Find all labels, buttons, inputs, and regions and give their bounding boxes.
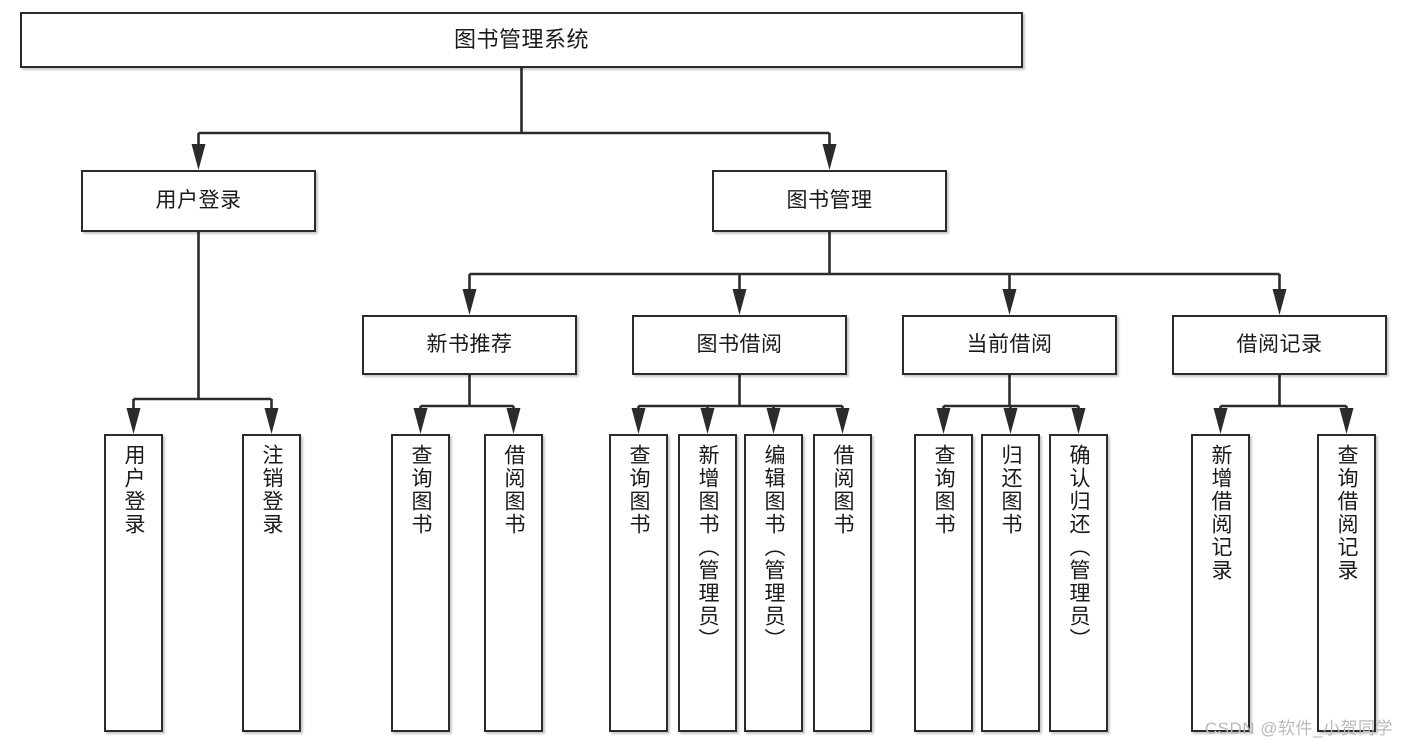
node-box-leaf12[interactable]: 新增借阅记录 — [1191, 434, 1250, 732]
edge-arrowhead-bookmgmt-1 — [732, 289, 747, 315]
node-label-leaf4: 借阅图书 — [502, 444, 525, 536]
node-box-bookmgmt[interactable]: 图书管理 — [712, 170, 947, 232]
node-box-leaf5[interactable]: 查询图书 — [609, 434, 668, 732]
node-box-leaf2[interactable]: 注销登录 — [242, 434, 301, 732]
edge-arrowhead-current-1 — [1003, 408, 1018, 434]
node-box-leaf7[interactable]: 编辑图书（管理员） — [744, 434, 803, 732]
node-box-records[interactable]: 借阅记录 — [1172, 315, 1387, 375]
edge-arrowhead-current-2 — [1071, 408, 1086, 434]
node-box-leaf1[interactable]: 用户登录 — [104, 434, 163, 732]
node-label-leaf10: 归还图书 — [999, 444, 1022, 536]
edge-arrowhead-records-0 — [1213, 408, 1228, 434]
node-label-leaf6: 新增图书（管理员） — [696, 444, 719, 651]
edge-arrowhead-root-0 — [191, 144, 206, 170]
edge-arrowhead-bookmgmt-2 — [1002, 289, 1017, 315]
watermark-label: CSDN @软件_小贺同学 — [1204, 719, 1393, 738]
edge-arrowhead-borrow-1 — [700, 408, 715, 434]
node-box-leaf4[interactable]: 借阅图书 — [484, 434, 543, 732]
node-label-leaf11: 确认归还（管理员） — [1067, 444, 1090, 651]
node-label-leaf3: 查询图书 — [409, 444, 432, 536]
node-box-leaf9[interactable]: 查询图书 — [914, 434, 973, 732]
node-box-borrow[interactable]: 图书借阅 — [632, 315, 847, 375]
node-label-leaf8: 借阅图书 — [831, 444, 854, 536]
edge-arrowhead-login-1 — [264, 408, 279, 434]
node-label-leaf1: 用户登录 — [122, 444, 145, 536]
node-label-records: 借阅记录 — [1236, 332, 1323, 356]
node-label-root: 图书管理系统 — [453, 27, 589, 53]
node-label-leaf2: 注销登录 — [260, 444, 283, 536]
node-label-leaf13: 查询借阅记录 — [1335, 444, 1358, 582]
node-label-current: 当前借阅 — [966, 332, 1053, 356]
edge-arrowhead-borrow-2 — [766, 408, 781, 434]
node-label-leaf9: 查询图书 — [932, 444, 955, 536]
edge-arrowhead-bookmgmt-3 — [1272, 289, 1287, 315]
node-box-leaf8[interactable]: 借阅图书 — [813, 434, 872, 732]
node-label-leaf7: 编辑图书（管理员） — [762, 444, 785, 651]
edge-arrowhead-newrec-1 — [506, 408, 521, 434]
node-label-bookmgmt: 图书管理 — [786, 188, 873, 212]
node-label-newrec: 新书推荐 — [426, 332, 513, 356]
node-box-root[interactable]: 图书管理系统 — [20, 12, 1023, 68]
edge-arrowhead-records-1 — [1339, 408, 1354, 434]
node-box-current[interactable]: 当前借阅 — [902, 315, 1117, 375]
node-box-leaf10[interactable]: 归还图书 — [981, 434, 1040, 732]
edge-arrowhead-borrow-3 — [835, 408, 850, 434]
node-box-login[interactable]: 用户登录 — [81, 170, 316, 232]
node-label-login: 用户登录 — [155, 188, 242, 212]
edge-arrowhead-login-0 — [126, 408, 141, 434]
node-label-borrow: 图书借阅 — [696, 332, 783, 356]
node-box-newrec[interactable]: 新书推荐 — [362, 315, 577, 375]
node-box-leaf3[interactable]: 查询图书 — [391, 434, 450, 732]
edge-arrowhead-root-1 — [822, 144, 837, 170]
node-label-leaf12: 新增借阅记录 — [1209, 444, 1232, 582]
edge-arrowhead-bookmgmt-0 — [462, 289, 477, 315]
edge-arrowhead-borrow-0 — [631, 408, 646, 434]
edge-arrowhead-current-0 — [936, 408, 951, 434]
node-label-leaf5: 查询图书 — [627, 444, 650, 536]
edge-arrowhead-newrec-0 — [413, 408, 428, 434]
node-box-leaf11[interactable]: 确认归还（管理员） — [1049, 434, 1108, 732]
node-box-leaf6[interactable]: 新增图书（管理员） — [678, 434, 737, 732]
node-box-leaf13[interactable]: 查询借阅记录 — [1317, 434, 1376, 732]
